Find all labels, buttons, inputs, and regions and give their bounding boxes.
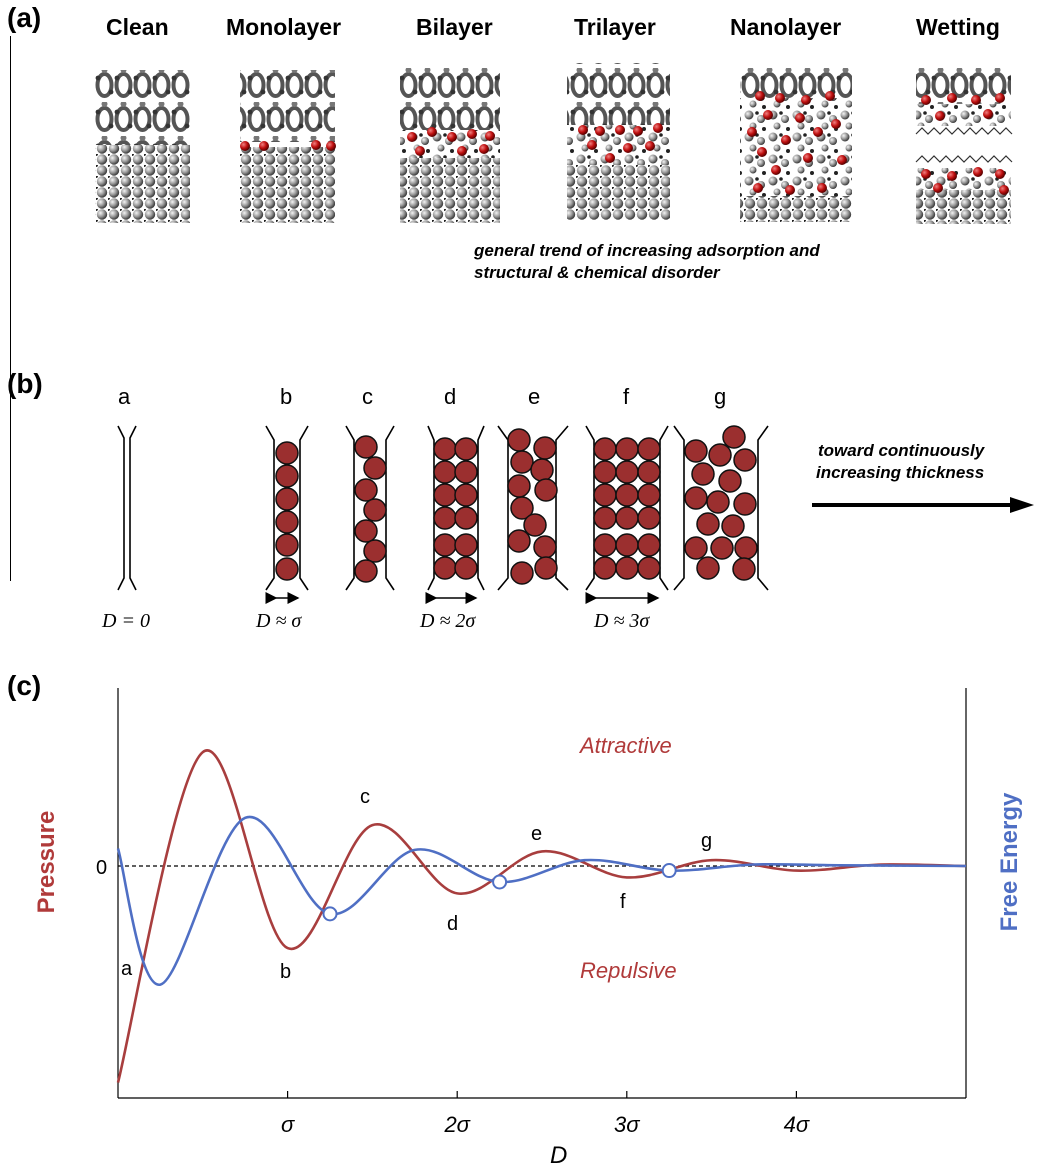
x-tick-label-4: 4σ <box>784 1112 810 1137</box>
column-heading-bilayer: Bilayer <box>416 14 493 40</box>
free-energy-curve <box>116 815 967 986</box>
curve-label-f: f <box>620 891 626 913</box>
curve-label-g: g <box>701 830 712 852</box>
wall-a-left <box>117 425 125 591</box>
structure-wetting <box>915 68 1013 224</box>
structure-bilayer <box>400 68 500 223</box>
repulsive-label: Repulsive <box>580 958 677 983</box>
left-border-line <box>10 36 11 581</box>
curve-label-d: d <box>447 913 458 935</box>
x-tick-label-1: σ <box>281 1112 295 1137</box>
trend-text-line2: structural & chemical disorder <box>474 263 720 282</box>
toward-text-line1: toward continuously <box>818 441 985 460</box>
curve-label-b: b <box>280 961 291 983</box>
atomistic-structures <box>95 63 1013 224</box>
zero-label: 0 <box>96 857 107 879</box>
curve-label-e: e <box>531 823 542 845</box>
column-heading-nanolayer: Nanolayer <box>730 14 842 40</box>
column-heading-wetting: Wetting <box>916 14 1000 40</box>
gap-label-sigma: D ≈ σ <box>256 610 302 632</box>
pressure-curve <box>116 749 967 1083</box>
structure-monolayer <box>240 70 336 223</box>
panel-b-label: (b) <box>7 368 43 399</box>
disjoining-pressure-chart: 0 Attractive Repulsive a b c d e f g σ 2σ… <box>96 688 967 1169</box>
config-letter-f: f <box>623 384 630 409</box>
attractive-label: Attractive <box>578 733 672 758</box>
trend-text-line1: general trend of increasing adsorption a… <box>474 241 820 260</box>
column-heading-trilayer: Trilayer <box>574 14 656 40</box>
config-letter-d: d <box>444 384 457 409</box>
gap-label-3sigma: D ≈ 3σ <box>594 610 650 632</box>
toward-text-line2: increasing thickness <box>816 463 985 482</box>
config-letter-a: a <box>118 384 131 409</box>
confinement-diagram <box>117 425 1034 604</box>
x-axis-label: D <box>550 1142 567 1169</box>
free-energy-minimum-marker-3 <box>661 863 677 879</box>
config-letter-g: g <box>714 384 727 409</box>
free-energy-minimum-marker-1 <box>322 906 338 922</box>
structure-clean <box>95 70 190 223</box>
x-tick-label-3: 3σ <box>614 1112 640 1137</box>
thickness-arrow <box>812 497 1034 513</box>
config-letter-b: b <box>280 384 293 409</box>
curve-label-a: a <box>121 958 133 980</box>
curve-label-c: c <box>360 786 370 808</box>
column-heading-clean: Clean <box>106 14 169 40</box>
wall-a-right <box>129 425 137 591</box>
structure-nanolayer <box>740 68 852 222</box>
panel-c-label: (c) <box>7 670 42 701</box>
structure-trilayer <box>567 63 670 220</box>
config-letter-e: e <box>528 384 541 409</box>
config-letter-c: c <box>362 384 373 409</box>
free-energy-minimum-marker-2 <box>492 874 508 890</box>
column-heading-monolayer: Monolayer <box>226 14 342 40</box>
panel-a-label: (a) <box>7 2 42 33</box>
x-tick-label-2: 2σ <box>443 1112 470 1137</box>
gap-label-d0: D = 0 <box>102 610 150 632</box>
gap-label-2sigma: D ≈ 2σ <box>420 610 476 632</box>
